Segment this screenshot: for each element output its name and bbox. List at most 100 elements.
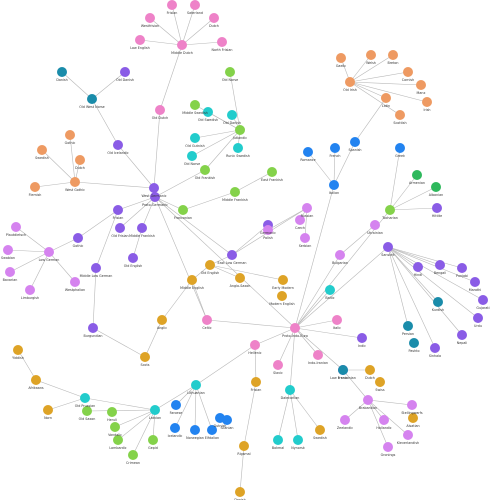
graph-node[interactable] <box>207 425 217 435</box>
graph-node[interactable] <box>233 143 243 153</box>
graph-node[interactable] <box>190 0 200 10</box>
graph-node[interactable] <box>113 435 123 445</box>
graph-node[interactable] <box>178 205 188 215</box>
graph-node[interactable] <box>190 100 200 110</box>
graph-node[interactable] <box>277 291 287 301</box>
graph-node[interactable] <box>357 333 367 343</box>
graph-node[interactable] <box>235 487 245 497</box>
graph-node[interactable] <box>148 435 158 445</box>
graph-node[interactable] <box>145 13 155 23</box>
graph-node[interactable] <box>70 177 80 187</box>
graph-node[interactable] <box>187 151 197 161</box>
graph-node[interactable] <box>11 222 21 232</box>
graph-node[interactable] <box>263 225 273 235</box>
graph-node[interactable] <box>91 263 101 273</box>
graph-node[interactable] <box>157 315 167 325</box>
graph-node[interactable] <box>381 93 391 103</box>
graph-node[interactable] <box>408 413 418 423</box>
graph-node[interactable] <box>65 130 75 140</box>
graph-node[interactable] <box>82 406 92 416</box>
graph-node[interactable] <box>325 285 335 295</box>
graph-node[interactable] <box>435 260 445 270</box>
graph-node[interactable] <box>407 400 417 410</box>
graph-node[interactable] <box>332 315 342 325</box>
graph-node[interactable] <box>278 275 288 285</box>
graph-node[interactable] <box>200 165 210 175</box>
graph-node[interactable] <box>412 170 422 180</box>
graph-node[interactable] <box>365 365 375 375</box>
graph-node[interactable] <box>3 245 13 255</box>
graph-node[interactable] <box>115 223 125 233</box>
graph-node[interactable] <box>430 343 440 353</box>
graph-node[interactable] <box>120 67 130 77</box>
graph-node[interactable] <box>87 94 97 104</box>
graph-node[interactable] <box>409 338 419 348</box>
graph-node[interactable] <box>403 67 413 77</box>
graph-node[interactable] <box>203 107 213 117</box>
graph-node[interactable] <box>336 53 346 63</box>
graph-node[interactable] <box>335 250 345 260</box>
graph-node[interactable] <box>285 385 295 395</box>
graph-node[interactable] <box>329 180 339 190</box>
graph-node[interactable] <box>37 145 47 155</box>
graph-node[interactable] <box>379 415 389 425</box>
graph-node[interactable] <box>5 267 15 277</box>
graph-node[interactable] <box>25 285 35 295</box>
graph-node[interactable] <box>171 400 181 410</box>
graph-node[interactable] <box>88 323 98 333</box>
graph-node[interactable] <box>330 143 340 153</box>
graph-node[interactable] <box>395 143 405 153</box>
graph-node[interactable] <box>225 67 235 77</box>
graph-node[interactable] <box>363 395 373 405</box>
graph-node[interactable] <box>388 50 398 60</box>
graph-node[interactable] <box>177 40 187 50</box>
graph-node[interactable] <box>217 37 227 47</box>
graph-node[interactable] <box>202 315 212 325</box>
graph-node[interactable] <box>403 321 413 331</box>
graph-node[interactable] <box>227 110 237 120</box>
graph-node[interactable] <box>345 77 355 87</box>
graph-node[interactable] <box>205 260 215 270</box>
graph-node[interactable] <box>235 125 245 135</box>
graph-node[interactable] <box>250 340 260 350</box>
graph-node[interactable] <box>315 425 325 435</box>
graph-node[interactable] <box>30 182 40 192</box>
graph-node[interactable] <box>190 425 200 435</box>
graph-node[interactable] <box>403 430 413 440</box>
graph-node[interactable] <box>167 0 177 10</box>
graph-node[interactable] <box>416 80 426 90</box>
graph-node[interactable] <box>235 273 245 283</box>
graph-node[interactable] <box>187 275 197 285</box>
graph-node[interactable] <box>422 97 432 107</box>
graph-node[interactable] <box>191 380 201 390</box>
graph-node[interactable] <box>251 377 261 387</box>
graph-node[interactable] <box>433 297 443 307</box>
graph-node[interactable] <box>385 205 395 215</box>
graph-node[interactable] <box>149 183 159 193</box>
graph-node[interactable] <box>230 187 240 197</box>
graph-node[interactable] <box>43 405 53 415</box>
graph-node[interactable] <box>155 105 165 115</box>
graph-node[interactable] <box>413 262 423 272</box>
graph-node[interactable] <box>128 450 138 460</box>
graph-node[interactable] <box>170 423 180 433</box>
graph-node[interactable] <box>13 345 23 355</box>
graph-node[interactable] <box>44 247 54 257</box>
graph-node[interactable] <box>222 415 232 425</box>
graph-node[interactable] <box>457 263 467 273</box>
graph-node[interactable] <box>137 223 147 233</box>
graph-node[interactable] <box>366 50 376 60</box>
graph-node[interactable] <box>150 192 160 202</box>
graph-node[interactable] <box>227 250 237 260</box>
graph-node[interactable] <box>267 167 277 177</box>
graph-node[interactable] <box>128 253 138 263</box>
graph-node[interactable] <box>431 182 441 192</box>
graph-node[interactable] <box>303 147 313 157</box>
graph-node[interactable] <box>370 220 380 230</box>
graph-node[interactable] <box>135 35 145 45</box>
graph-node[interactable] <box>383 242 393 252</box>
graph-node[interactable] <box>470 277 480 287</box>
graph-node[interactable] <box>340 415 350 425</box>
graph-node[interactable] <box>80 393 90 403</box>
graph-node[interactable] <box>478 295 488 305</box>
